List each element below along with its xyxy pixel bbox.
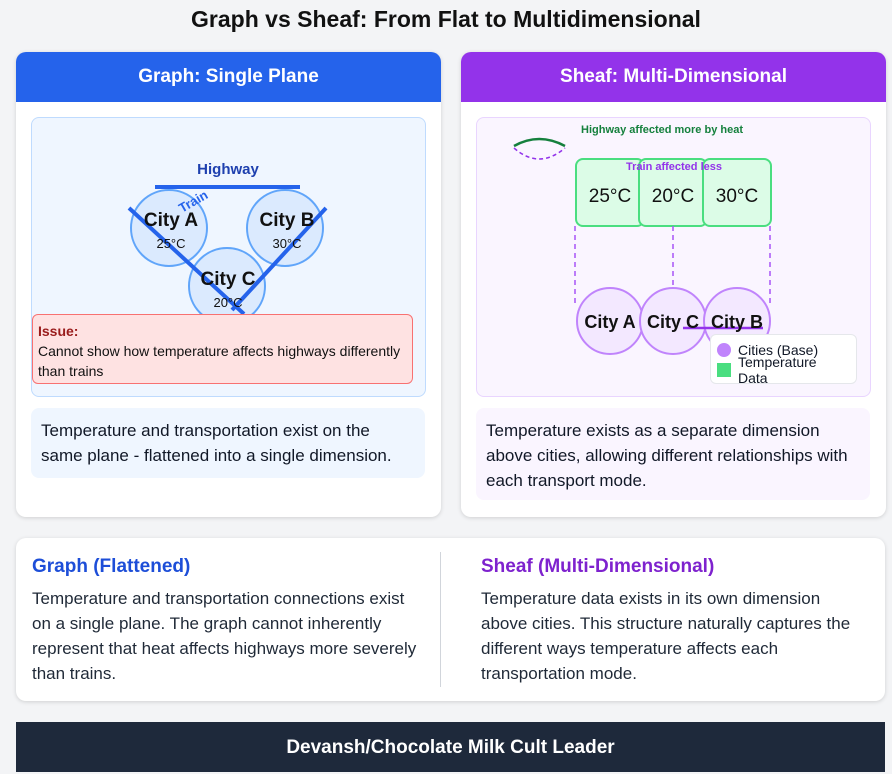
- graph-comparison-text: Temperature and transportation connectio…: [32, 589, 417, 683]
- footer: Devansh/Chocolate Milk Cult Leader: [16, 722, 885, 772]
- legend: Cities (Base) Temperature Data: [710, 334, 857, 386]
- sheaf-panel: Sheaf: Multi-Dimensional Highway affecte…: [461, 52, 886, 517]
- city-b-name: City B: [260, 210, 315, 231]
- temperature-swatch-icon: [717, 363, 731, 377]
- sheaf-panel-heading: Sheaf: Multi-Dimensional: [461, 52, 886, 102]
- temp-b: 30°C: [716, 186, 758, 207]
- legend-temperature-label: Temperature Data: [738, 354, 817, 386]
- page-title: Graph vs Sheaf: From Flat to Multidimens…: [191, 6, 701, 32]
- city-c-temp: 20°C: [213, 295, 242, 310]
- comparison-card: Graph (Flattened) Temperature and transp…: [16, 538, 885, 701]
- highway-arc-icon: [513, 137, 566, 148]
- legend-temperature: Temperature Data: [717, 354, 850, 386]
- temp-c: 20°C: [652, 186, 694, 207]
- graph-panel-heading: Graph: Single Plane: [16, 52, 441, 102]
- city-b-temp: 30°C: [272, 236, 301, 251]
- city-a-name: City A: [144, 210, 198, 231]
- graph-comparison-title: Graph (Flattened): [32, 556, 191, 577]
- issue-title: Issue:: [38, 323, 79, 339]
- sheaf-comparison-title: Sheaf (Multi-Dimensional): [481, 556, 715, 577]
- issue-text: Cannot show how temperature affects high…: [38, 343, 401, 379]
- base-city-a: City A: [584, 312, 635, 332]
- highway-note: Highway affected more by heat: [581, 124, 743, 136]
- city-a-temp: 25°C: [156, 236, 185, 251]
- train-arc-icon: [513, 147, 566, 160]
- train-line-c-b: [230, 206, 328, 312]
- graph-diagram-svg: Highway Train City A 25°C City B 30°C Ci…: [127, 161, 328, 325]
- sheaf-caption: Temperature exists as a separate dimensi…: [476, 408, 870, 500]
- base-city-c: City C: [647, 312, 699, 332]
- graph-diagram: Highway Train City A 25°C City B 30°C Ci…: [31, 117, 426, 397]
- graph-caption: Temperature and transportation exist on …: [31, 408, 425, 478]
- base-city-b: City B: [711, 312, 763, 332]
- graph-panel: Graph: Single Plane Highway Train City A…: [16, 52, 441, 517]
- cities-swatch-icon: [717, 343, 731, 357]
- temp-a: 25°C: [589, 186, 631, 207]
- city-b-node: [246, 189, 324, 267]
- comparison-divider: [440, 552, 441, 687]
- train-note: Train affected less: [626, 161, 722, 173]
- sheaf-comparison: Sheaf (Multi-Dimensional) Temperature da…: [481, 556, 871, 686]
- graph-comparison: Graph (Flattened) Temperature and transp…: [32, 556, 422, 686]
- legend-cities-label: Cities (Base): [738, 342, 819, 358]
- issue-box: Issue: Cannot show how temperature affec…: [32, 314, 413, 384]
- sheaf-diagram: Highway affected more by heat Train affe…: [476, 117, 871, 397]
- sheaf-comparison-text: Temperature data exists in its own dimen…: [481, 589, 851, 683]
- city-c-name: City C: [201, 269, 256, 290]
- highway-label: Highway: [197, 161, 259, 178]
- temp-box-b: [702, 158, 772, 227]
- legend-cities: Cities (Base): [717, 340, 850, 360]
- train-line-a-c: [127, 206, 246, 316]
- city-a-node: [130, 189, 208, 267]
